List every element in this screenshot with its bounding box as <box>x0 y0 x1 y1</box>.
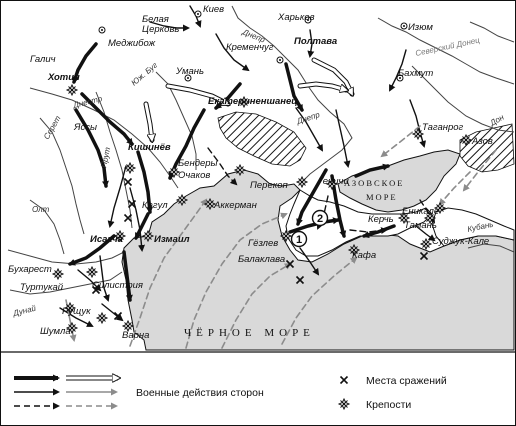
label-kiev: Киев <box>203 4 224 15</box>
label-bukharest: Бухарест <box>8 264 52 275</box>
label-galich: Галич <box>30 54 56 65</box>
enemy-naval-movements <box>129 125 497 349</box>
label-belaya-tserkov-2: Церковь <box>142 24 179 35</box>
legend-actions-label: Военные действия сторон <box>136 387 264 399</box>
label-azov-sea-line1: АЗОВСКОЕ <box>344 178 404 188</box>
label-rushchuk: Рущук <box>62 306 91 317</box>
label-khotin: Хотин <box>47 72 80 83</box>
label-taganrog: Таганрог <box>422 122 464 133</box>
label-sudzhuk-kale: Суджук-Кале <box>432 236 489 247</box>
label-varna: Варна <box>122 330 149 341</box>
label-ekaterinenshanets: Екатериненшанец <box>208 96 297 107</box>
legend-fortress-icon <box>338 398 350 410</box>
label-taman: Тамань <box>404 220 437 231</box>
label-perekop: Перекоп <box>250 180 289 191</box>
legend-battles-label: Места сражений <box>366 375 447 387</box>
label-akkerman: Аккерман <box>213 200 258 211</box>
battle-marker-1: 1 <box>290 230 308 248</box>
label-balaklava: Балаклава <box>238 254 285 265</box>
crimea <box>285 189 433 257</box>
sea-of-azov <box>337 149 461 213</box>
label-bakhmut: Бахмут <box>398 68 433 79</box>
label-kremenchug: Кременчуг <box>226 42 274 53</box>
label-olt: Олт <box>32 205 50 214</box>
legend-fortresses-label: Крепости <box>366 399 411 411</box>
label-enikale: Еникале <box>402 206 439 217</box>
place-labels: Киев Белая Церковь Меджибож Харьков Крем… <box>8 4 493 341</box>
black-sea <box>121 169 515 351</box>
hatched-area-kuban <box>459 123 515 173</box>
label-azov: Азов <box>471 136 493 147</box>
label-black-sea: ЧЁРНОЕ МОРЕ <box>184 327 315 339</box>
legend: Военные действия сторон Места сражений К… <box>0 351 516 411</box>
enemy-main-offensives <box>143 57 355 140</box>
label-genichi: Геничи <box>318 176 349 187</box>
taman <box>431 207 515 247</box>
label-isakcha: Исакча <box>90 234 123 245</box>
label-kishinev: Кишинёв <box>128 142 171 153</box>
label-kharkov: Харьков <box>277 12 315 23</box>
label-yassy: Яссы <box>73 122 97 133</box>
label-izyum: Изюм <box>408 22 433 33</box>
label-gezlev: Гёзлев <box>248 238 278 249</box>
label-turtukay: Туртукай <box>20 282 64 293</box>
label-shumla: Шумла <box>40 326 71 337</box>
battle-marker-2: 2 <box>311 209 329 227</box>
svg-text:2: 2 <box>317 213 323 225</box>
label-kerch: Керчь <box>368 214 394 225</box>
label-kafa: Кафа <box>352 250 376 261</box>
label-ochakov: Очаков <box>178 170 210 181</box>
label-poltava: Полтава <box>294 36 337 47</box>
label-uman: Умань <box>175 66 204 77</box>
hatched-area-prichernomorye <box>217 111 307 167</box>
svg-text:1: 1 <box>296 234 302 246</box>
label-medzhibozh: Меджибож <box>108 38 156 49</box>
label-belaya-tserkov-1: Белая <box>142 14 169 25</box>
russian-secondary-offensives <box>59 5 436 327</box>
label-izmail: Измаил <box>154 234 190 245</box>
label-silistriya: Силистрия <box>92 280 143 291</box>
label-kagul: Кагул <box>142 200 168 211</box>
label-river-prut: Прут <box>99 146 112 168</box>
label-bendery: Бендеры <box>178 158 218 169</box>
label-azov-sea-line2: МОРЕ <box>366 192 398 202</box>
